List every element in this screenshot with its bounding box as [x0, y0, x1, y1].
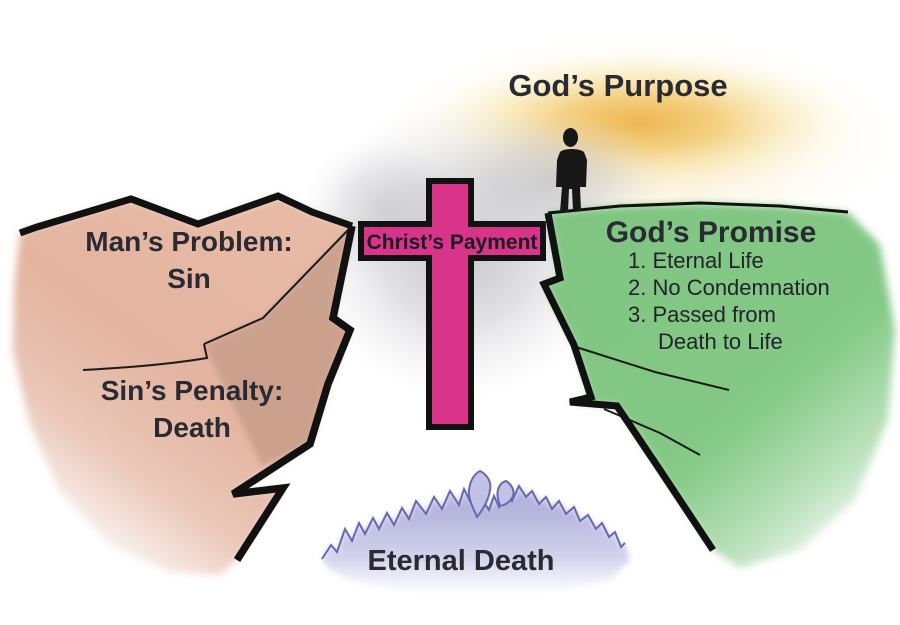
left-cliff-top-outline — [18, 192, 354, 237]
labels: God’s Purpose Man’s Problem: Sin Sin’s P… — [85, 68, 830, 577]
gods-promise-label: God’s Promise — [606, 216, 817, 249]
person-body — [556, 149, 587, 212]
eternal-death-flames — [321, 469, 630, 593]
promise-item-1: 1. Eternal Life — [628, 248, 764, 273]
right-cliff — [539, 201, 895, 568]
person-head — [563, 128, 578, 147]
promise-item-3-cont: Death to Life — [658, 329, 783, 354]
eternal-death-label: Eternal Death — [368, 545, 555, 577]
christs-payment-label: Christ’s Payment — [367, 231, 538, 254]
right-cliff-edge-outline — [539, 212, 716, 552]
promise-item-2: 2. No Condemnation — [628, 275, 830, 300]
mans-problem-label-line2: Sin — [167, 263, 211, 294]
flame-spark-large — [467, 469, 492, 520]
sins-penalty-label-line1: Sin’s Penalty: — [101, 375, 284, 406]
left-cliff-shadow — [205, 228, 349, 466]
right-cliff-crack-upper — [575, 346, 730, 391]
left-cliff-fill — [13, 196, 352, 575]
right-cliff-top-outline — [547, 201, 849, 215]
person-figure — [556, 128, 587, 212]
left-cliff-ledge — [82, 343, 209, 371]
promise-item-3: 3. Passed from — [628, 302, 776, 327]
flame-ridge-fill — [322, 486, 630, 593]
cross — [358, 178, 546, 430]
left-cliff-edge-outline — [230, 225, 356, 563]
mans-problem-label-line1: Man’s Problem: — [85, 226, 292, 257]
left-cliff — [13, 192, 356, 575]
sins-penalty-label-line2: Death — [153, 412, 231, 443]
flame-spark-small — [496, 479, 515, 508]
left-cliff-crack — [203, 228, 350, 345]
right-cliff-fill — [544, 203, 895, 568]
gods-purpose-label: God’s Purpose — [508, 68, 727, 103]
